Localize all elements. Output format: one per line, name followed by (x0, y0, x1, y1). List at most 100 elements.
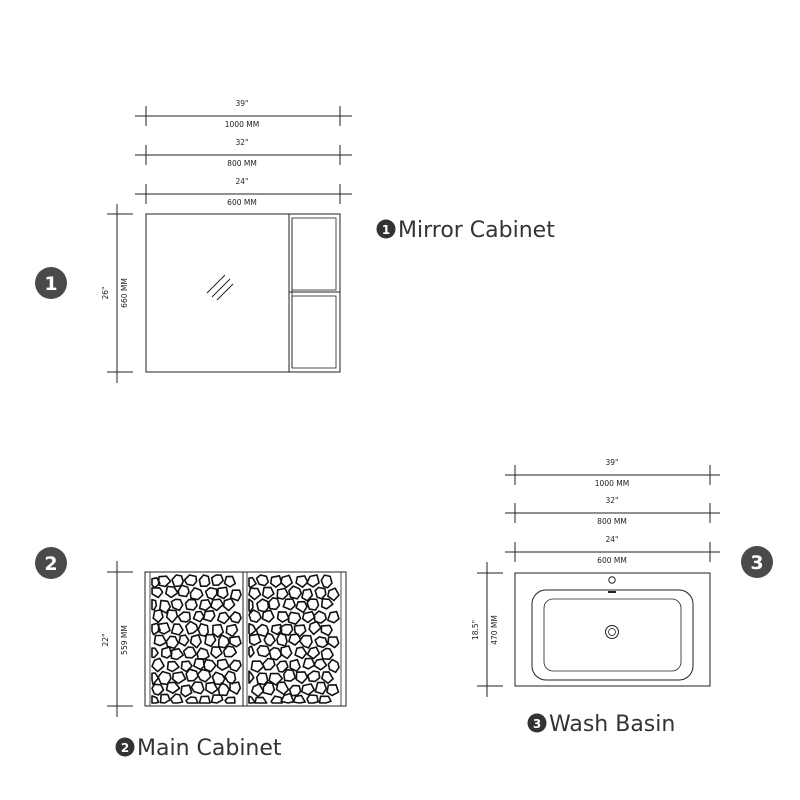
pattern-cell (307, 670, 321, 683)
pattern-cell (189, 633, 202, 649)
pattern-cell (202, 609, 216, 623)
pattern-cell (177, 611, 191, 623)
pattern-cell (254, 696, 268, 704)
pattern-cell (217, 634, 230, 649)
pattern-cell (279, 623, 294, 636)
pattern-cell (326, 610, 340, 624)
pattern-cell (261, 586, 275, 600)
pattern-cell (169, 693, 184, 704)
pattern-cell (185, 696, 199, 704)
svg-text:3: 3 (750, 552, 763, 574)
pattern-cell (160, 646, 173, 659)
pattern-cell (178, 634, 190, 647)
pattern-cell (306, 598, 320, 611)
basin-height-dimension: 18.5" 470 MM (471, 562, 503, 697)
pattern-cell (295, 575, 309, 589)
mirror-cabinet-label: Mirror Cabinet (398, 218, 555, 243)
pattern-cell (263, 632, 276, 647)
svg-text:2: 2 (121, 741, 129, 755)
pattern-cell (288, 585, 303, 600)
mirror-height-inch: 26" (101, 287, 110, 300)
mirror-width-mm-3: 600 MM (227, 198, 257, 207)
pattern-cell (225, 623, 239, 638)
wash-basin-title: 3 Wash Basin (527, 712, 675, 737)
pattern-cell (180, 684, 193, 698)
pattern-cell (294, 646, 308, 660)
pattern-cell (248, 587, 262, 601)
pattern-cell (177, 584, 190, 598)
mirror-height-mm: 660 MM (120, 278, 129, 308)
pattern-cell (151, 586, 164, 599)
pattern-cell (224, 670, 237, 685)
pattern-cell (183, 574, 198, 587)
pattern-cell (248, 633, 262, 647)
basin-width-mm-3: 600 MM (597, 556, 627, 565)
pattern-cell (276, 632, 288, 647)
pattern-cell (288, 633, 302, 646)
mirror-cabinet-group: 39" 1000 MM 32" 800 MM 24" 600 MM 26" 66… (35, 99, 555, 383)
svg-text:1: 1 (382, 223, 390, 237)
pattern-cell (190, 681, 205, 695)
drain-icon (605, 625, 619, 639)
pattern-cell (326, 683, 340, 697)
pattern-cell (198, 695, 211, 704)
pattern-cell (196, 647, 210, 661)
pattern-cell (282, 598, 297, 611)
main-cabinet-drawing (144, 571, 347, 707)
pattern-cell (248, 622, 257, 636)
pattern-cell (256, 598, 270, 613)
basin-width-inch-2: 32" (606, 496, 619, 505)
voronoi-pattern-right (248, 574, 340, 704)
pattern-cell (198, 598, 212, 612)
pattern-cell (165, 681, 181, 695)
wash-basin-label: Wash Basin (549, 712, 675, 737)
svg-text:1: 1 (44, 273, 57, 295)
pattern-cell (327, 587, 340, 602)
pattern-cell (280, 574, 294, 589)
pattern-cell (152, 609, 164, 624)
pattern-cell (210, 574, 224, 587)
pattern-cell (318, 695, 332, 704)
pattern-cell (151, 683, 165, 696)
pattern-cell (159, 599, 172, 614)
pattern-cell (289, 658, 301, 673)
pattern-cell (229, 611, 242, 624)
pattern-cell (211, 671, 226, 686)
pattern-cell (170, 647, 184, 661)
pattern-cell (306, 646, 321, 660)
pattern-cell (305, 574, 320, 588)
pattern-cell (261, 657, 276, 671)
pattern-cell (302, 657, 316, 670)
pattern-cell (229, 681, 242, 695)
pattern-cell (248, 598, 254, 614)
pattern-cell (275, 681, 290, 696)
pattern-cell (293, 624, 307, 638)
pattern-cell (216, 586, 229, 600)
pattern-cell (224, 696, 236, 704)
pattern-cell (276, 611, 290, 623)
pattern-cell (301, 588, 314, 602)
pattern-cell (255, 574, 270, 587)
pattern-cell (295, 671, 309, 685)
pattern-cell (151, 647, 159, 659)
pattern-cell (229, 589, 242, 602)
pattern-cell (320, 574, 333, 589)
pattern-cell (256, 644, 271, 658)
overflow-icon (608, 591, 616, 593)
svg-text:3: 3 (533, 717, 541, 731)
pattern-cell (172, 671, 187, 685)
pattern-cell (248, 645, 255, 658)
pattern-cell (327, 658, 340, 674)
pattern-cell (204, 586, 218, 601)
pattern-cell (157, 575, 172, 588)
faucet-hole-icon (608, 576, 616, 584)
mirror-width-inch-1: 39" (236, 99, 249, 108)
pattern-cell (223, 575, 237, 588)
mirror-width-mm-1: 1000 MM (225, 120, 259, 129)
basin-height-inch: 18.5" (471, 620, 480, 640)
pattern-cell (185, 620, 199, 635)
pattern-cell (229, 635, 242, 648)
pattern-cell (288, 684, 302, 697)
pattern-cell (216, 658, 230, 671)
svg-text:2: 2 (44, 553, 57, 575)
